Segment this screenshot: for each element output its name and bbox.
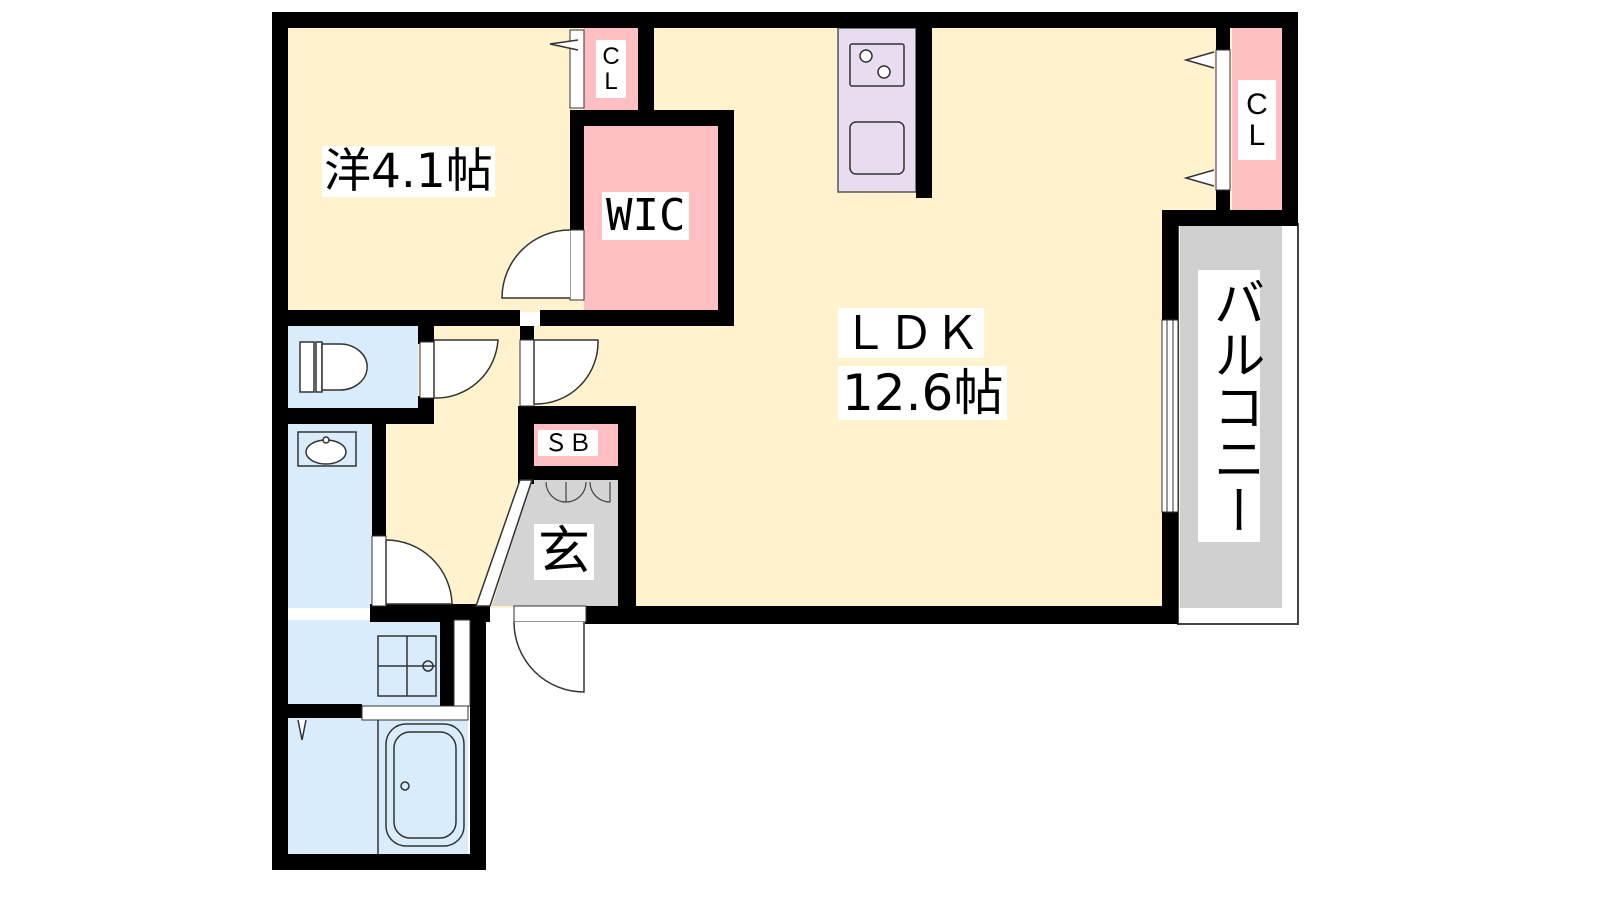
laundry-floor bbox=[288, 620, 440, 706]
wall-wash-right bbox=[372, 424, 386, 536]
wall-ldk-cl-lower bbox=[1216, 190, 1230, 212]
wall-western-bottom-right bbox=[540, 310, 734, 326]
door-swing-icon bbox=[549, 39, 579, 51]
wall-ldk-cl bbox=[1216, 28, 1230, 50]
wall-toilet-right bbox=[418, 326, 434, 344]
door-frame-bath bbox=[361, 705, 469, 721]
door-frame-hall-right bbox=[519, 339, 535, 407]
wall-left bbox=[272, 12, 288, 870]
door-frame-laundry bbox=[453, 619, 471, 707]
wall-top bbox=[272, 12, 1298, 28]
door-frame-entrance bbox=[513, 605, 587, 623]
door-swing-icon bbox=[533, 339, 599, 405]
ldk-name-label: ＬＤＫ bbox=[838, 308, 984, 358]
wall-bottom-entrance bbox=[370, 604, 490, 622]
wall-bottom-bath bbox=[272, 854, 486, 870]
door-swing-icon bbox=[1183, 51, 1215, 69]
wall-balcony-side bbox=[1162, 210, 1178, 320]
shoe-box-label: ＳＢ bbox=[538, 430, 598, 456]
closet-label-bottom: L bbox=[1248, 119, 1266, 152]
bathtub-icon bbox=[377, 720, 465, 854]
wall-sb-bottom bbox=[518, 466, 636, 480]
wall-laundry-right bbox=[440, 620, 454, 706]
toilet-icon bbox=[299, 341, 368, 393]
wall-toilet-bottom bbox=[288, 408, 434, 424]
balcony-label: バルコニー bbox=[1198, 270, 1264, 542]
wall-laundry-top bbox=[372, 604, 388, 622]
kitchen-sink-icon bbox=[849, 121, 905, 175]
door-swing-icon bbox=[433, 339, 499, 399]
door-swing-icon bbox=[1183, 169, 1215, 187]
door-swing-icon bbox=[501, 229, 571, 299]
wall-toilet-right-lower bbox=[418, 396, 434, 424]
entrance-label: 玄 bbox=[534, 524, 595, 580]
wall-bottom-ldk bbox=[585, 606, 1178, 624]
washing-machine-icon bbox=[377, 635, 437, 697]
door-frame-wash bbox=[371, 535, 387, 607]
walls bbox=[272, 12, 1298, 870]
washbasin-icon bbox=[297, 431, 357, 467]
sliding-window-icon bbox=[1161, 319, 1179, 513]
closet-label-bottom: L bbox=[604, 68, 618, 95]
wall-kitchen-stub bbox=[916, 28, 932, 198]
walk-in-closet-label: WIC bbox=[602, 192, 690, 240]
wall-wic-right bbox=[718, 110, 734, 326]
wall-sb-left bbox=[518, 406, 534, 484]
door-swings bbox=[297, 39, 1215, 741]
wall-bath-right bbox=[470, 604, 486, 870]
closet-label-top: C bbox=[602, 42, 620, 70]
door-frame-ldk-cl bbox=[1215, 49, 1231, 191]
wall-hall-split bbox=[520, 326, 534, 342]
wall-cl-right bbox=[638, 28, 654, 126]
door-frame-western bbox=[569, 229, 585, 301]
door-frame-hall-left bbox=[419, 341, 435, 399]
wall-balcony-side-lower bbox=[1162, 512, 1178, 624]
closet-label-western: C L bbox=[596, 40, 626, 98]
wall-sb-top bbox=[518, 406, 636, 424]
ldk-size-label: 12.6帖 bbox=[838, 366, 1008, 420]
closet-label-ldk: C L bbox=[1238, 80, 1276, 160]
closet-label-top: C bbox=[1246, 87, 1268, 121]
wall-right-upper bbox=[1282, 12, 1298, 226]
wall-sb-right bbox=[618, 406, 636, 608]
door-swing-icon bbox=[513, 621, 585, 693]
shoe-box-doors bbox=[545, 481, 611, 503]
western-room-label: 洋4.1帖 bbox=[322, 144, 495, 199]
entrance-diagonal-wall bbox=[474, 479, 534, 607]
wall-wic-left bbox=[570, 110, 584, 230]
wall-bath-top bbox=[288, 704, 362, 718]
door-swing-icon bbox=[385, 539, 453, 605]
wall-balcony-top bbox=[1162, 210, 1298, 226]
door-swing-icon bbox=[297, 719, 307, 741]
wall-western-bottom bbox=[288, 310, 520, 326]
stove-icon bbox=[849, 43, 905, 87]
